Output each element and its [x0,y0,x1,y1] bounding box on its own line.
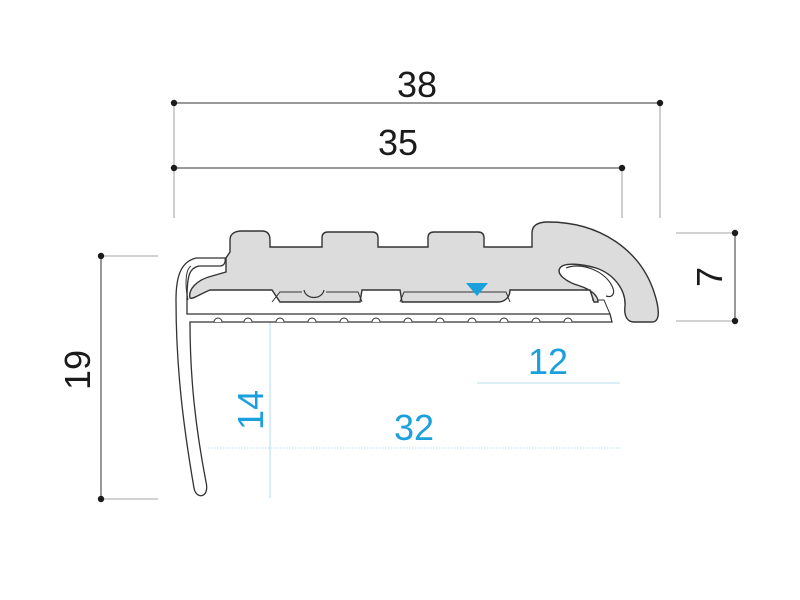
dim-32-label: 32 [394,407,434,448]
insert-pocket-3 [399,291,511,303]
rubber-insert [189,221,659,323]
dim-38-label: 38 [397,64,437,105]
insert-body [189,221,659,323]
dim-35-label: 35 [378,122,418,163]
dim-19-dot-bottom [97,495,105,503]
frame-ribs [213,317,573,323]
blue-dimensions: 14 32 12 [208,322,620,498]
dim-7-label: 7 [689,267,730,287]
dim-7-dot-top [731,229,739,237]
dim-35-dot-left [170,164,178,172]
insert-pocket-2 [326,291,363,303]
marker-triangle-icon [466,283,488,296]
insert-nose-groove [565,265,615,298]
dim-19-dot-top [97,252,105,260]
aluminum-frame [175,257,613,497]
dim-12-label: 12 [528,341,568,382]
dim-38-dot-right [656,99,664,107]
dim-14-label: 14 [230,390,271,430]
dimension-35: 35 [170,122,626,218]
insert-pocket-1 [271,291,302,303]
dimension-19: 19 [57,252,158,503]
frame-leg [175,257,613,497]
insert-bump [303,289,325,299]
dimension-7: 7 [676,229,739,325]
dim-38-dot-left [170,99,178,107]
dim-7-dot-bottom [731,317,739,325]
dim-19-label: 19 [57,350,98,390]
frame-inner-lip [185,265,192,301]
dimension-38: 38 [170,64,664,218]
dim-35-dot-right [618,164,626,172]
